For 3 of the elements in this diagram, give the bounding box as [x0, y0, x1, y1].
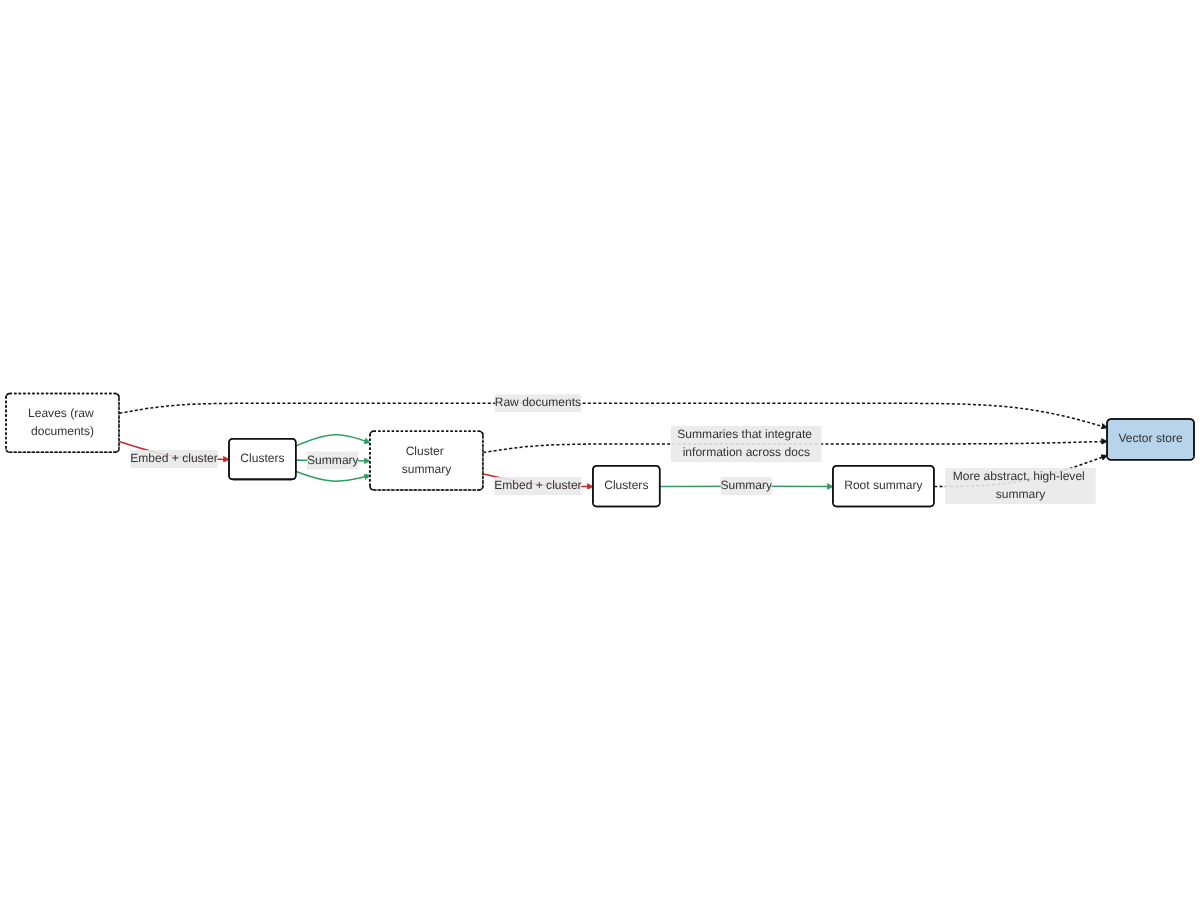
arrow — [295, 434, 371, 447]
arrow — [118, 402, 1108, 430]
arrow — [295, 470, 371, 482]
